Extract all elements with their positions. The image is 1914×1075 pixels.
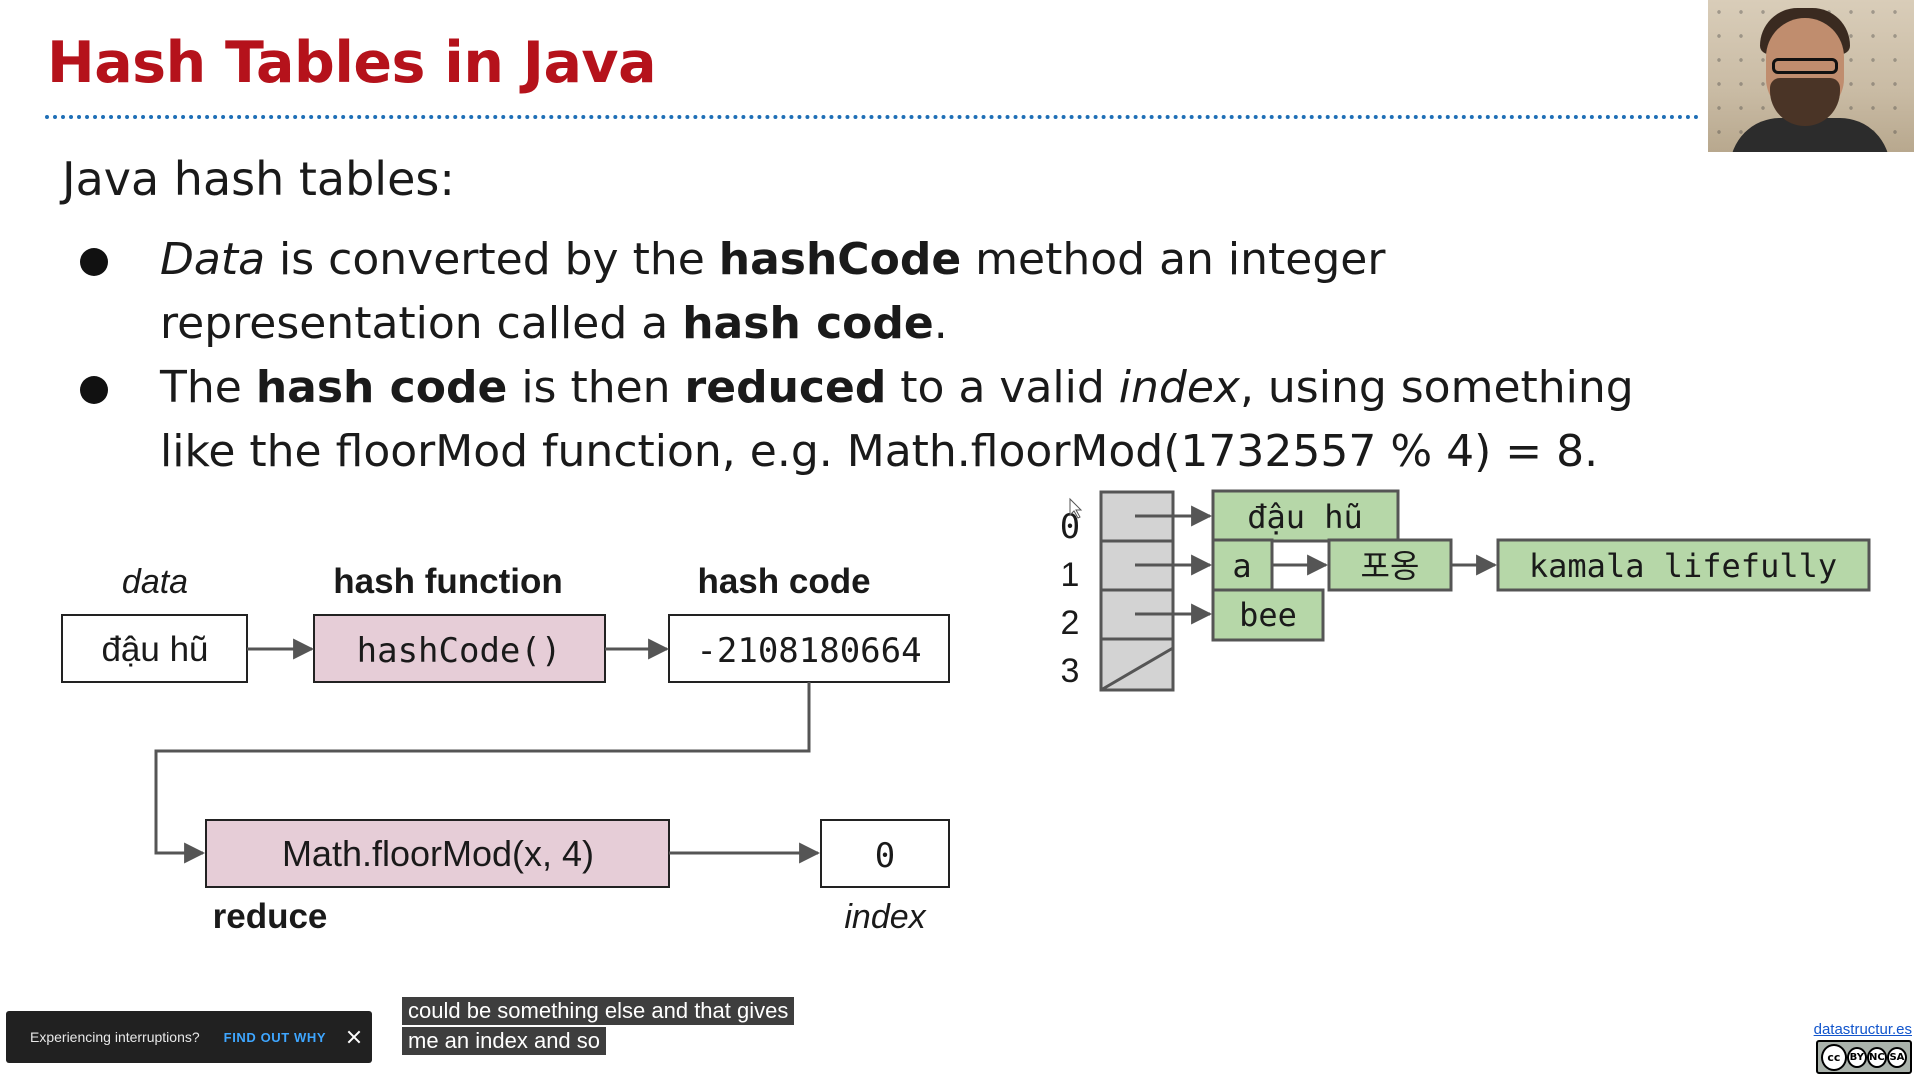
node-1-1 <box>1327 538 1453 592</box>
hash-code-value: -2108180664 <box>696 631 921 671</box>
find-out-why-link[interactable]: FIND OUT WHY <box>223 1029 327 1045</box>
reduce-label: reduce <box>213 897 328 936</box>
bullet-2-text-a: The <box>160 362 256 413</box>
lead-text: Java hash tables: <box>62 152 455 206</box>
bullet-2-text-c: to a valid <box>886 362 1119 413</box>
bullet-1-hashcode: hashCode <box>718 234 962 285</box>
caption-line-1: could be something else and that gives <box>402 997 795 1025</box>
bullet-2-text-b: is then <box>507 362 685 413</box>
title-divider <box>45 115 1700 119</box>
toast-message: Experiencing interruptions? <box>30 1029 200 1045</box>
caption-line-2: me an index and so <box>402 1027 607 1055</box>
bullet-dot-1 <box>80 248 108 276</box>
index-label: index <box>844 898 926 936</box>
index-value: 0 <box>875 836 895 876</box>
cc-license-badge[interactable]: cc BY NC SA <box>1816 1040 1912 1074</box>
node-0-0 <box>1211 489 1400 543</box>
null-slash <box>1100 646 1174 692</box>
data-value: đậu hũ <box>101 630 208 669</box>
hash-code-box <box>668 614 950 683</box>
arrow-code-to-reduce <box>154 682 811 864</box>
node-1-2 <box>1496 538 1871 592</box>
bullet-dot-2 <box>80 376 108 404</box>
by-icon: BY <box>1846 1046 1867 1068</box>
sa-icon: SA <box>1886 1046 1907 1068</box>
node-2-0 <box>1211 588 1325 642</box>
data-box <box>61 614 248 683</box>
bullet-2-reduced: reduced <box>684 362 887 413</box>
node-2-0-text: bee <box>1239 596 1297 634</box>
data-label: data <box>122 563 188 601</box>
bullet-2-text-d: , using something like the floorMod func… <box>160 362 1634 477</box>
cc-icon: cc <box>1821 1043 1847 1071</box>
cursor-icon <box>1069 497 1083 519</box>
reduce-value: Math.floorMod(x, 4) <box>282 833 594 874</box>
bullet-1-data: Data <box>160 234 266 285</box>
node-1-0-text: a <box>1232 547 1251 585</box>
bullet-1-text-b: method an integer representation called … <box>160 234 1386 349</box>
closed-captions: could be something else and that gives m… <box>402 997 795 1057</box>
close-icon[interactable] <box>344 1027 364 1047</box>
array-cell-3 <box>1099 637 1175 692</box>
datastructures-link[interactable]: datastructur.es <box>1813 1021 1912 1038</box>
array-index-0: 0 <box>1060 507 1080 547</box>
array-index-2: 2 <box>1061 604 1080 642</box>
bullet-1-hash-code: hash code <box>682 298 934 349</box>
interruptions-toast: Experiencing interruptions? FIND OUT WHY <box>6 1011 372 1063</box>
node-1-2-text: kamala lifefully <box>1529 547 1837 585</box>
slide-title: Hash Tables in Java <box>47 30 657 96</box>
hash-function-box <box>313 614 606 683</box>
node-1-1-text: 포옹 <box>1361 548 1420 584</box>
array-index-3: 3 <box>1061 652 1080 690</box>
bullet-2: The hash code is then reduced to a valid… <box>160 356 1720 484</box>
node-0-0-text: đậu hũ <box>1247 498 1363 536</box>
bullet-1-period: . <box>933 298 948 349</box>
hash-function-value: hashCode() <box>357 631 562 671</box>
hash-code-label: hash code <box>697 562 870 601</box>
hash-function-label: hash function <box>333 562 562 601</box>
array-index-1: 1 <box>1061 556 1080 594</box>
bullet-1: Data is converted by the hashCode method… <box>160 228 1720 356</box>
bullet-2-hash-code: hash code <box>255 362 508 413</box>
index-box <box>820 819 950 888</box>
nc-icon: NC <box>1866 1046 1887 1068</box>
bullet-1-text-a: is converted by the <box>265 234 719 285</box>
webcam-video <box>1708 0 1914 152</box>
bullet-2-index: index <box>1118 362 1240 413</box>
